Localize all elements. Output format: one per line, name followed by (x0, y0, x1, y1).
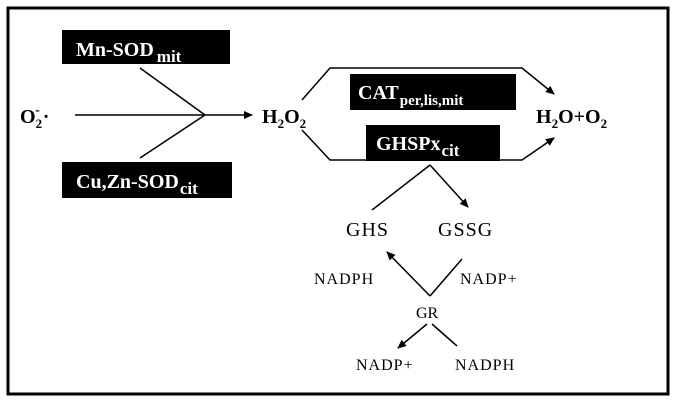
mn-sod-subscript: mit (157, 47, 182, 66)
nadph-upper-label: NADPH (314, 271, 374, 288)
gssg-to-gr-line (429, 258, 463, 297)
cat-label: CAT (358, 82, 399, 104)
svg-text:GHSPxcit: GHSPxcit (376, 133, 460, 160)
cuzn-sod-label: Cu,Zn-SOD (76, 171, 179, 193)
cuzn-sod-branch-line (139, 114, 206, 159)
h2o2-label: H2O2 (262, 106, 306, 131)
cat-subscript: per,lis,mit (400, 93, 464, 109)
ghspx-box: GHSPxcit (366, 125, 500, 161)
cuzn-sod-box: Cu,Zn-SODcit (62, 162, 232, 198)
ghs-label: GHS (346, 219, 389, 241)
gr-to-nadp-arrow (397, 323, 428, 349)
ghspx-to-gssg-arrow (429, 164, 469, 208)
nadph-lower-label: NADPH (455, 357, 515, 374)
nadp-upper-label: NADP+ (460, 271, 518, 288)
svg-text:Cu,Zn-SODcit: Cu,Zn-SODcit (76, 171, 198, 198)
diagram-frame (6, 6, 670, 396)
gr-label: GR (416, 305, 439, 322)
products-label: H2O+O2 (536, 106, 607, 131)
nadp-lower-label: NADP+ (356, 357, 414, 374)
cat-upper-path (301, 67, 555, 101)
cuzn-sod-subscript: cit (180, 179, 198, 198)
gssg-label: GSSG (438, 219, 493, 241)
mn-sod-label: Mn-SOD (76, 39, 154, 61)
ghs-to-ghspx-line (371, 164, 431, 211)
ghspx-label: GHSPx (376, 133, 440, 155)
ghspx-subscript: cit (441, 141, 459, 160)
svg-text:CATper,lis,mit: CATper,lis,mit (358, 82, 463, 109)
mn-sod-branch-line (139, 67, 206, 116)
superoxide-label: O2-· (20, 103, 49, 131)
cat-box: CATper,lis,mit (350, 74, 516, 110)
gr-to-ghs-arrow (386, 251, 431, 297)
nadph-to-gr-line (431, 323, 458, 347)
